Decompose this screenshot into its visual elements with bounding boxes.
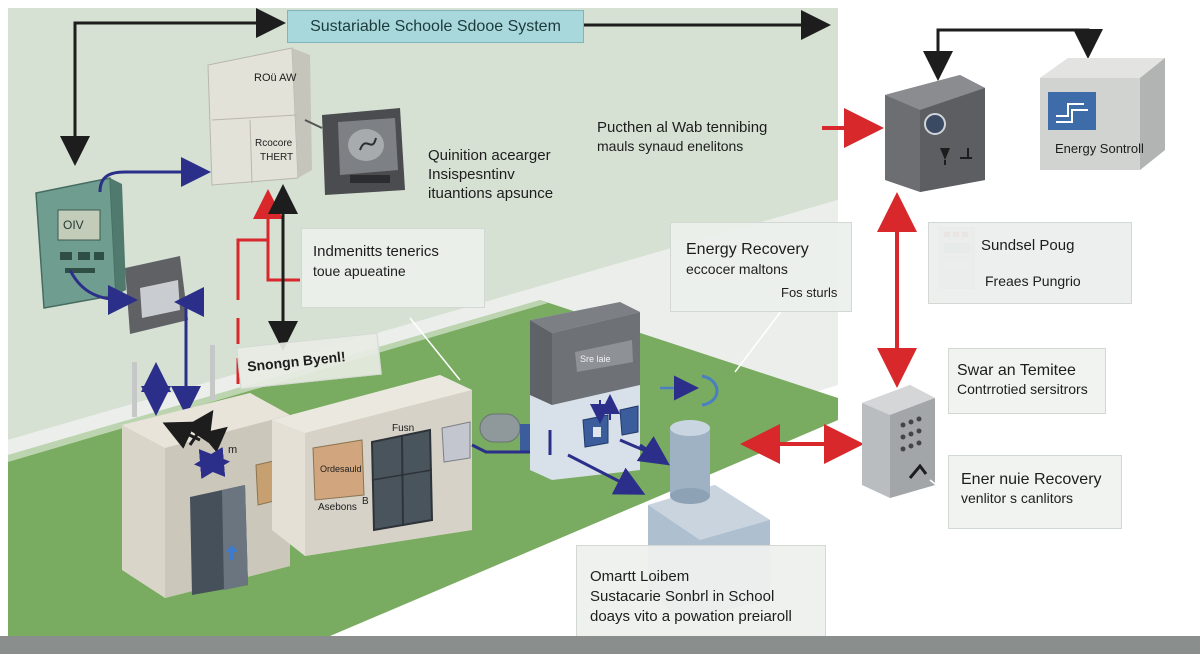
roaw-label: ROü AW	[254, 72, 297, 84]
quinition-line3: ituantions apsunce	[428, 185, 554, 202]
energy-control-box	[1040, 58, 1165, 170]
swar-title: Swar an Temitee	[957, 362, 1076, 379]
indmenitts-callout: Indmenitts tenerics toue apueatine	[301, 228, 485, 308]
blue-flow-arrows-left	[68, 157, 211, 416]
ener-nuie-callout: Ener nuie Recovery venlitor s canlitors	[948, 455, 1122, 529]
sundsel-line2: Freaes Pungrio	[985, 273, 1081, 289]
keypad-controller	[862, 385, 935, 498]
asebons-mark: B	[362, 496, 369, 507]
thert-label: THERT	[260, 152, 294, 163]
asebons-label: Asebons	[318, 502, 357, 513]
middle-building-sign: Fusn	[392, 423, 415, 434]
pucthen-title: Pucthen al Wab tennibing	[597, 119, 768, 136]
omartt-title: Omartt Loibem	[590, 568, 690, 585]
control-display-device	[304, 108, 405, 195]
energy-recovery-callout: Energy Recovery eccocer maltons Fos stur…	[670, 222, 852, 312]
left-building-mark: m	[228, 444, 238, 456]
tower-label: Sre laie	[580, 354, 611, 364]
quinition-title: Quinition acearger	[428, 147, 551, 164]
rcocore-label: Rcocore	[255, 138, 293, 149]
top-right-loop-arrow	[923, 28, 1103, 81]
pucthen-line2: mauls synaud enelitons	[597, 138, 744, 154]
poster-label: Ordesauld	[320, 464, 362, 474]
roaw-cabinet	[207, 47, 312, 186]
bottom-strip	[0, 636, 1200, 654]
omartt-line3: doays vito a powation preiaroll	[590, 608, 792, 625]
green-control-panel	[35, 177, 126, 309]
pipe-connector	[471, 413, 530, 454]
right-control-box	[885, 75, 985, 192]
sundsel-callout: Sundsel Poug Freaes Pungrio	[928, 222, 1132, 304]
central-tower	[530, 302, 640, 480]
ener-nuie-line2: venlitor s canlitors	[961, 490, 1074, 506]
omartt-callout: Omartt Loibem Sustacarie Sonbrl in Schoo…	[576, 545, 826, 637]
middle-building	[272, 375, 472, 556]
diagram-title: Sustariable Schoole Sdooe System	[287, 10, 584, 43]
top-loop-arrow	[60, 8, 831, 166]
swar-line2: Contrrotied sersitrors	[957, 381, 1088, 397]
indmenitts-title: Indmenitts tenerics	[313, 243, 439, 260]
panel-oiv-label: OIV	[63, 218, 84, 232]
quinition-line2: Insispesntinv	[428, 166, 515, 183]
omartt-line2: Sustacarie Sonbrl in School	[590, 588, 775, 605]
swar-callout: Swar an Temitee Contrrotied sersitrors	[948, 348, 1106, 414]
left-building	[122, 393, 290, 598]
energy-control-label: Energy Sontroll	[1055, 141, 1144, 156]
energy-recovery-title: Energy Recovery	[686, 241, 809, 258]
ener-nuie-title: Ener nuie Recovery	[961, 471, 1102, 488]
callout-pointers	[409, 309, 949, 495]
energy-recovery-line2: eccocer maltons	[686, 261, 788, 277]
sundsel-title: Sundsel Poug	[981, 237, 1075, 254]
energy-recovery-line3: Fos sturls	[781, 285, 838, 300]
vertical-pipes	[132, 345, 215, 417]
indmenitts-line2: toue apueatine	[313, 263, 406, 279]
blue-flow-arrows-bottom	[567, 374, 719, 495]
snongn-label: Snongn Byenl!	[246, 348, 347, 375]
